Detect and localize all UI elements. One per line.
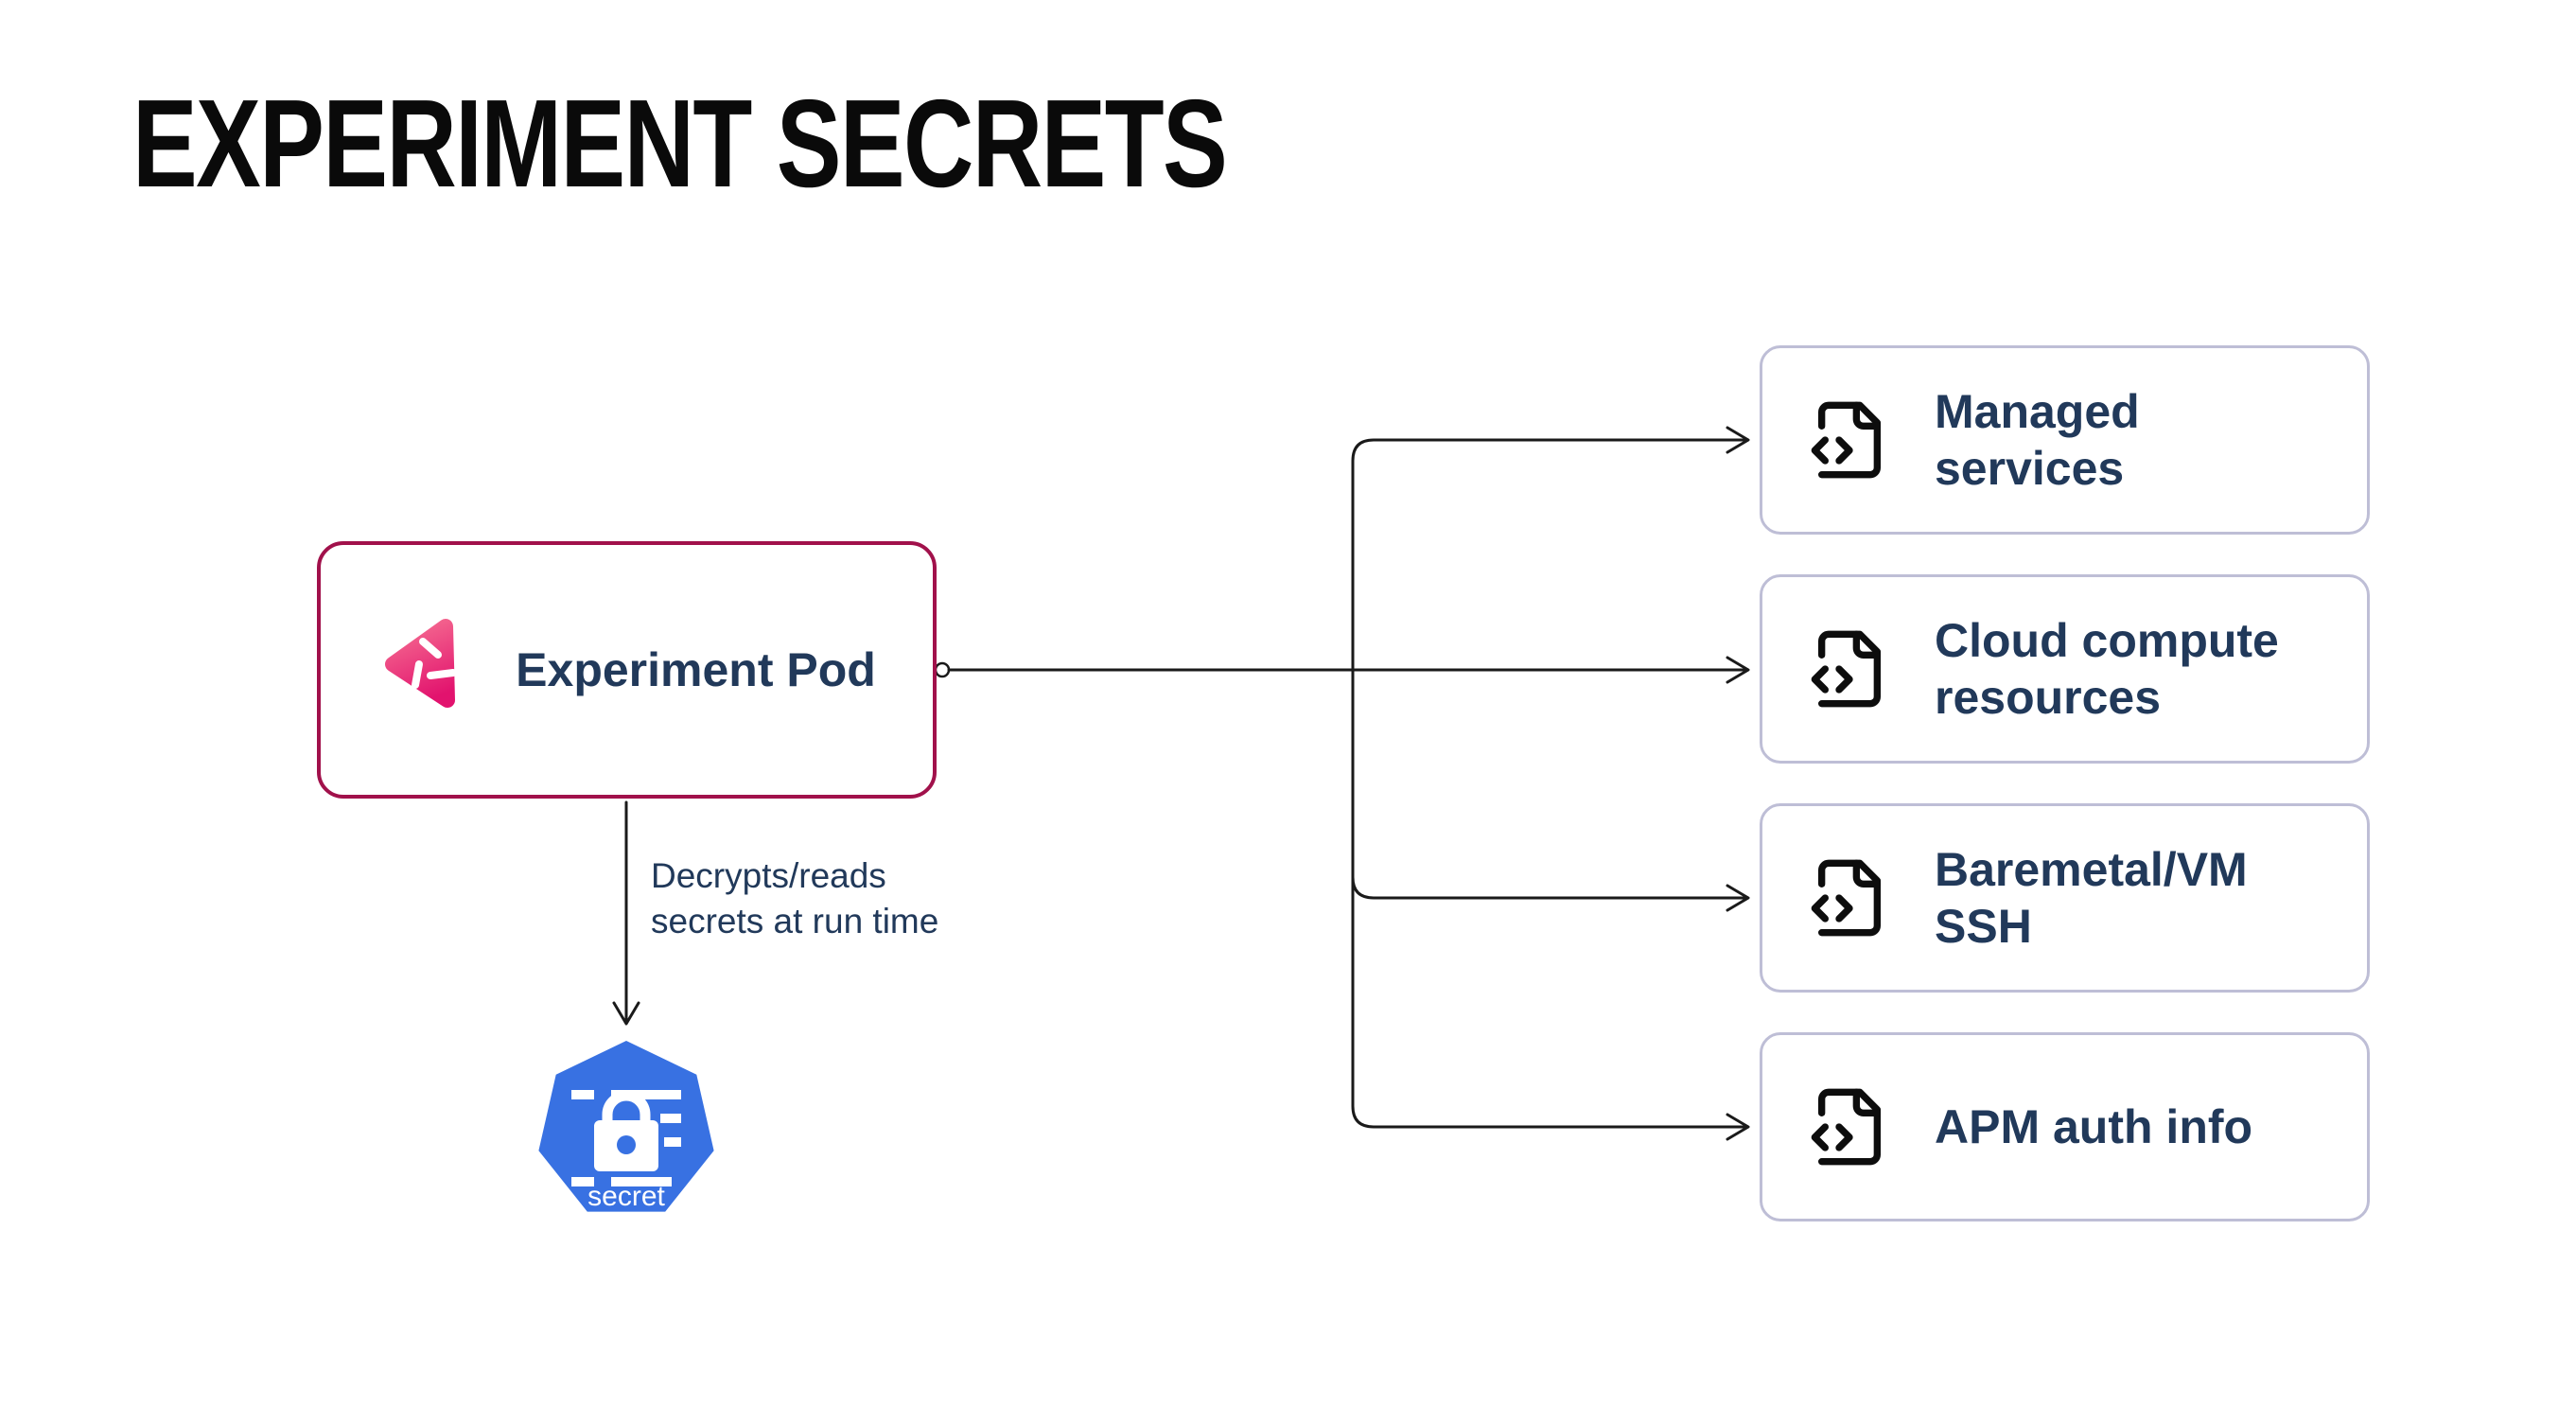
litmus-pinwheel-icon bbox=[385, 619, 458, 708]
arrowhead-icon bbox=[1726, 884, 1750, 912]
target-managed-services: Managed services bbox=[1760, 345, 2370, 535]
target-label: Baremetal/VM SSH bbox=[1935, 843, 2248, 953]
file-code-icon bbox=[1811, 630, 1881, 708]
edge-pod-to-managed-services bbox=[1351, 438, 1748, 672]
target-apm-auth-info: APM auth info bbox=[1760, 1032, 2370, 1221]
target-label: APM auth info bbox=[1935, 1100, 2253, 1153]
arrowhead-icon bbox=[1726, 426, 1750, 454]
lock-keyhole bbox=[617, 1135, 636, 1154]
lock-shackle bbox=[602, 1090, 651, 1122]
file-code-icon bbox=[1811, 1088, 1881, 1166]
target-label: Managed services bbox=[1935, 385, 2140, 495]
edge-pod-to-apm-auth bbox=[1351, 668, 1748, 1129]
arrowhead-icon bbox=[1726, 656, 1750, 684]
connection-start-dot bbox=[934, 661, 951, 678]
target-label: Cloud compute resources bbox=[1935, 614, 2279, 724]
k8s-secret-lock-icon: secret bbox=[538, 1041, 714, 1212]
secret-node-label: secret bbox=[587, 1181, 665, 1212]
file-code-icon bbox=[1811, 401, 1881, 479]
target-cloud-compute-resources: Cloud compute resources bbox=[1760, 574, 2370, 764]
edge-annotation-line1: Decrypts/reads bbox=[651, 856, 886, 895]
k8s-secret-node: secret bbox=[532, 1039, 721, 1228]
arrowhead-icon bbox=[612, 1001, 640, 1026]
page-title: EXPERIMENT SECRETS bbox=[132, 74, 1228, 213]
edge-pod-to-baremetal-ssh bbox=[1351, 875, 1748, 900]
edge-annotation: Decrypts/reads secrets at run time bbox=[651, 853, 938, 944]
target-baremetal-vm-ssh: Baremetal/VM SSH bbox=[1760, 803, 2370, 993]
experiment-pod-label: Experiment Pod bbox=[516, 643, 876, 696]
file-code-icon bbox=[1811, 859, 1881, 937]
arrowhead-icon bbox=[1726, 1113, 1750, 1141]
edge-annotation-line2: secrets at run time bbox=[651, 902, 939, 940]
experiment-pod-node: Experiment Pod bbox=[317, 541, 937, 799]
